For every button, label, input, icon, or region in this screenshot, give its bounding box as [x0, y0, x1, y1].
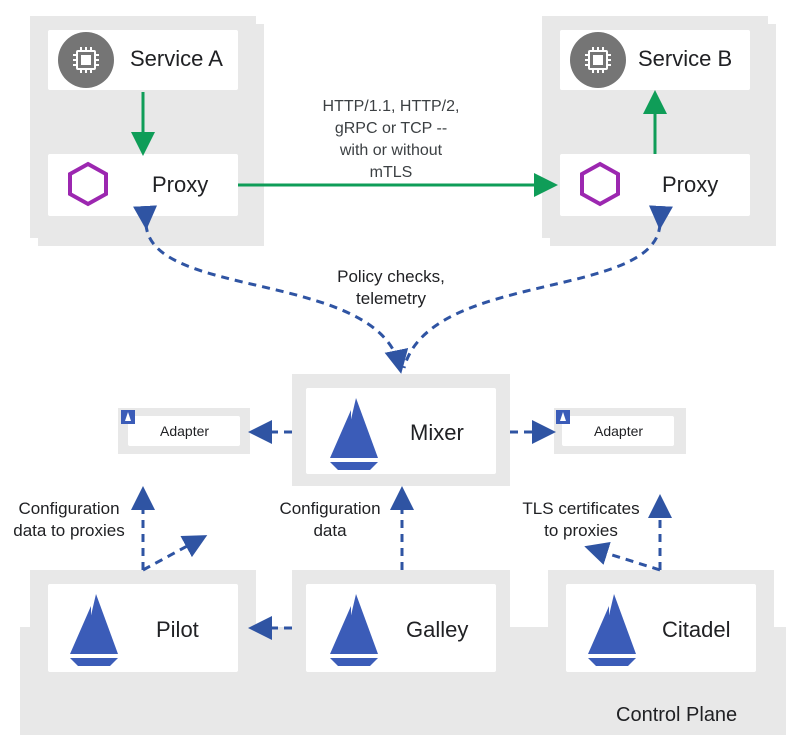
config-data-note: Configuration data	[279, 499, 381, 540]
adapter-right-card	[562, 416, 674, 446]
citadel-tls-arrow-2	[584, 541, 661, 572]
pilot-card	[48, 584, 238, 672]
galley-label: Galley	[406, 617, 469, 642]
sail-icon	[556, 410, 570, 424]
sail-icon	[70, 594, 118, 666]
pilot-config-arrow-2	[142, 535, 208, 572]
proxy-a-label: Proxy	[152, 172, 209, 197]
service-a-label: Service A	[130, 46, 223, 71]
hexagon-icon	[580, 161, 620, 207]
citadel-card	[566, 584, 756, 672]
policy-arrow-left	[133, 205, 409, 374]
sail-icon	[588, 594, 636, 666]
sail-icon	[121, 410, 135, 424]
adapter-left-card	[128, 416, 240, 446]
sail-icon	[330, 398, 378, 470]
config-proxies-note: Configuration data to proxies	[13, 499, 125, 540]
mixer-label: Mixer	[410, 420, 464, 445]
sail-icon	[330, 594, 378, 666]
policy-arrow-right	[402, 205, 673, 369]
pilot-label: Pilot	[156, 617, 199, 642]
control-plane-label: Control Plane	[616, 704, 738, 726]
citadel-label: Citadel	[662, 617, 731, 642]
chip-icon	[585, 47, 611, 73]
chip-icon	[73, 47, 99, 73]
service-b-label: Service B	[638, 46, 733, 71]
mixer-card	[306, 388, 496, 474]
adapter-left-label: Adapter	[160, 423, 210, 439]
galley-card	[306, 584, 496, 672]
adapter-right-label: Adapter	[594, 423, 644, 439]
tls-note: TLS certificates to proxies	[522, 499, 640, 540]
hexagon-icon	[68, 161, 108, 207]
protocol-note: HTTP/1.1, HTTP/2, gRPC or TCP -- with or…	[322, 98, 460, 181]
proxy-b-label: Proxy	[662, 172, 719, 197]
